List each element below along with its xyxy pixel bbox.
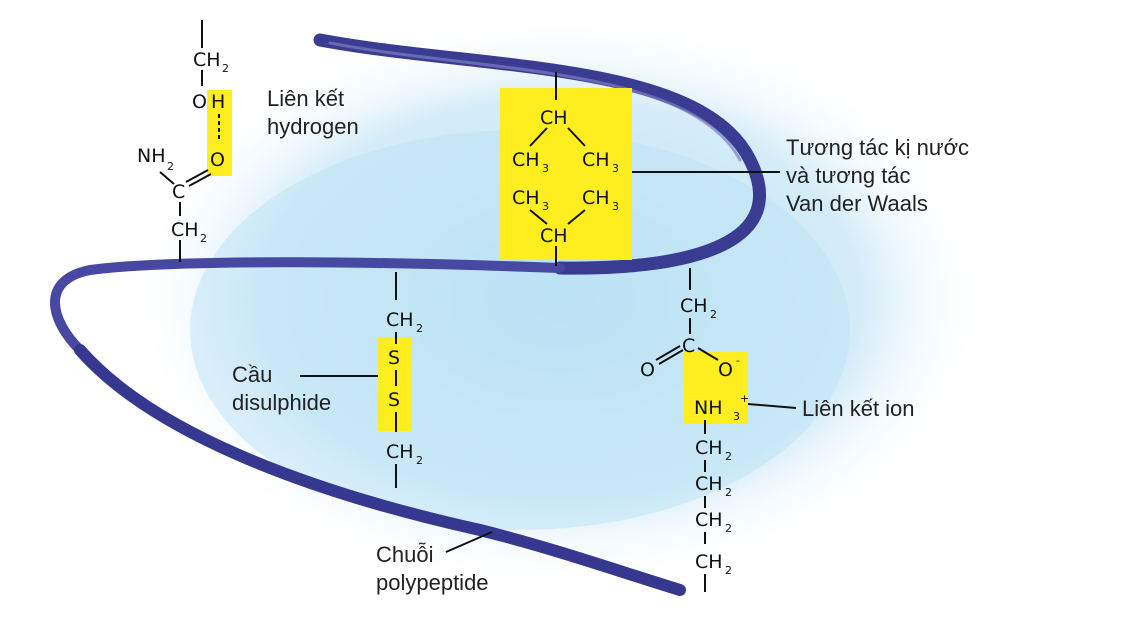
nh3-plus: +: [740, 392, 749, 405]
ch2-acid-sub: 2: [710, 308, 717, 321]
background-glow-inner: [190, 130, 850, 530]
ch3-left-bottom-label: CH: [512, 187, 540, 209]
c-atom-label: C: [172, 181, 185, 203]
hydrogen-bond-label-line2: hydrogen: [267, 114, 359, 139]
ribbon-bottom: [74, 344, 686, 596]
chain-pointer-line: [445, 531, 493, 553]
s-upper-label: S: [388, 347, 400, 369]
o-atom-label: O: [192, 91, 207, 113]
hydrophobic-label-line3: Van der Waals: [786, 191, 928, 216]
nh2-label: NH: [137, 145, 166, 167]
ch2-upper-s-sub: 2: [416, 322, 423, 335]
nh3-label: NH: [694, 397, 723, 419]
ch2-lower-s-sub: 2: [416, 454, 423, 467]
ch2-chain-2-sub: 2: [725, 486, 732, 499]
disulphide-label-line1: Cầu: [232, 362, 272, 387]
ch2-chain-4-sub: 2: [725, 564, 732, 577]
ch2-chain-1-sub: 2: [725, 450, 732, 463]
chain-label-line1: Chuỗi: [376, 542, 433, 567]
disulphide-group: CH 2 S S CH 2: [300, 272, 423, 488]
hydrogen-bond-highlight: [207, 90, 232, 176]
ch2-chain-3-label: CH: [695, 509, 723, 531]
hydrophobic-highlight: [500, 88, 632, 260]
hydrogen-bond-group: CH 2 O H O NH 2 C CH 2: [137, 20, 232, 262]
ch2-top-label: CH: [193, 49, 221, 71]
hydrophobic-label-line2: và tương tác: [786, 163, 911, 188]
disulphide-label-line2: disulphide: [232, 390, 331, 415]
nh2-sub: 2: [167, 160, 174, 173]
carbonyl-o-label: O: [210, 149, 225, 171]
ionic-bond-group: CH 2 C O O - NH 3 + CH 2 CH 2 CH 2 CH 2: [640, 268, 797, 592]
ch-bottom-label: CH: [540, 225, 568, 247]
ch-top-label: CH: [540, 107, 568, 129]
ch3-left-top-sub: 3: [542, 162, 549, 175]
h-atom-label: H: [211, 91, 225, 113]
ionic-bond-label: Liên kết ion: [802, 396, 915, 421]
ch2-chain-3-sub: 2: [725, 522, 732, 535]
ribbon-top-arc: [313, 33, 767, 275]
ch2-lower-label: CH: [171, 219, 199, 241]
ribbon-middle: [50, 257, 565, 355]
chain-label-line2: polypeptide: [376, 570, 489, 595]
ch2-chain-1-label: CH: [695, 437, 723, 459]
ch3-left-bottom-sub: 3: [542, 200, 549, 213]
ch2-upper-s-label: CH: [386, 309, 414, 331]
nh3-sub: 3: [733, 410, 740, 423]
ch2-chain-4-label: CH: [695, 551, 723, 573]
carboxylate-minus: -: [736, 354, 740, 367]
ch2-top-sub: 2: [222, 62, 229, 75]
ch2-lower-s-label: CH: [386, 441, 414, 463]
ribbon-highlight: [328, 41, 742, 162]
s-lower-label: S: [388, 389, 400, 411]
carboxyl-o-label: O: [640, 359, 655, 381]
hydrophobic-group: CH CH 3 CH 3 CH 3 CH 3 CH: [500, 72, 780, 266]
ch2-chain-2-label: CH: [695, 473, 723, 495]
ch3-left-top-label: CH: [512, 149, 540, 171]
ch3-right-top-sub: 3: [612, 162, 619, 175]
ch3-right-top-label: CH: [582, 149, 610, 171]
ch2-lower-sub: 2: [200, 232, 207, 245]
hydrophobic-label-line1: Tương tác kị nước: [786, 135, 969, 160]
hydrogen-bond-label-line1: Liên kết: [267, 86, 344, 111]
ch2-acid-label: CH: [680, 295, 708, 317]
ionic-bond-highlight: [684, 352, 748, 424]
ch3-right-bottom-label: CH: [582, 187, 610, 209]
ch3-right-bottom-sub: 3: [612, 200, 619, 213]
carboxylate-o-label: O: [718, 359, 733, 381]
carboxyl-c-label: C: [682, 335, 695, 357]
polypeptide-ribbon: [50, 33, 767, 596]
